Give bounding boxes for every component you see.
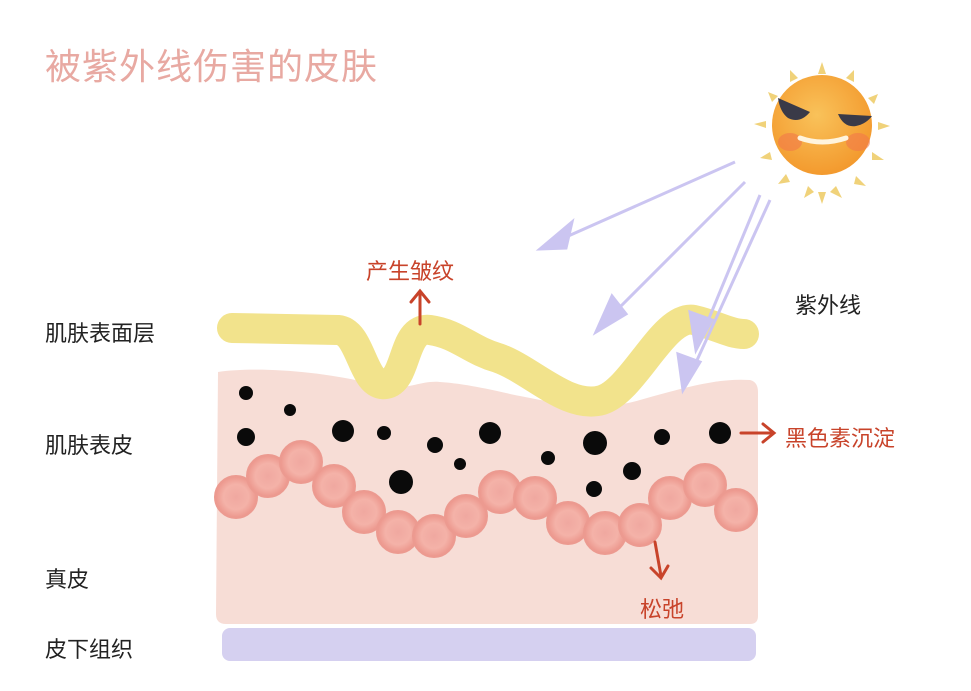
melanin-dot	[237, 428, 255, 446]
melanin-dot	[586, 481, 602, 497]
melanin-dot	[479, 422, 501, 444]
melanin-dot	[623, 462, 641, 480]
label-epidermis: 肌肤表皮	[45, 434, 134, 459]
uv-ray-arrowhead	[535, 217, 575, 251]
melanin-arrow-icon	[739, 422, 777, 444]
collagen-cell	[279, 440, 323, 484]
label-sagging: 松弛	[640, 598, 685, 623]
uv-ray-arrowhead	[688, 309, 715, 355]
uv-ray-arrowhead	[676, 351, 703, 395]
melanin-dot	[541, 451, 555, 465]
melanin-dot	[284, 404, 296, 416]
uv-ray	[698, 194, 762, 341]
collagen-cell	[312, 464, 356, 508]
label-melanin: 黑色素沉淀	[785, 427, 896, 452]
collagen-cell	[714, 488, 758, 532]
collagen-cell	[618, 503, 662, 547]
uv-ray-arrowhead	[592, 293, 629, 336]
collagen-cell	[412, 514, 456, 558]
melanin-dot	[454, 458, 466, 470]
collagen-cell	[214, 475, 258, 519]
label-subcutaneous: 皮下组织	[45, 638, 134, 663]
melanin-dot	[377, 426, 391, 440]
melanin-dot	[654, 429, 670, 445]
melanin-dot	[389, 470, 413, 494]
collagen-cell	[513, 476, 557, 520]
collagen-cell	[342, 490, 386, 534]
wrinkle-arrow-icon	[409, 288, 431, 326]
label-uv: 紫外线	[795, 294, 862, 319]
uv-ray	[600, 180, 747, 327]
label-wrinkles: 产生皱纹	[366, 260, 455, 285]
collagen-cell	[683, 463, 727, 507]
label-surface-layer: 肌肤表面层	[45, 322, 156, 347]
subcutaneous-layer	[222, 628, 756, 661]
melanin-dot	[709, 422, 731, 444]
uv-rays	[535, 160, 772, 395]
skin-surface-layer	[217, 304, 759, 417]
diagram-title: 被紫外线伤害的皮肤	[45, 47, 379, 88]
melanin-dots	[237, 386, 731, 497]
collagen-cell	[444, 494, 488, 538]
melanin-dot	[427, 437, 443, 453]
melanin-dot	[239, 386, 253, 400]
collagen-cell	[546, 501, 590, 545]
uv-ray	[547, 160, 736, 247]
collagen-cells	[214, 440, 758, 558]
uv-ray	[686, 199, 772, 381]
sagging-arrow-icon	[649, 540, 670, 581]
melanin-dot	[332, 420, 354, 442]
melanin-dot	[583, 431, 607, 455]
label-dermis: 真皮	[45, 568, 90, 593]
sun-icon	[754, 62, 890, 204]
